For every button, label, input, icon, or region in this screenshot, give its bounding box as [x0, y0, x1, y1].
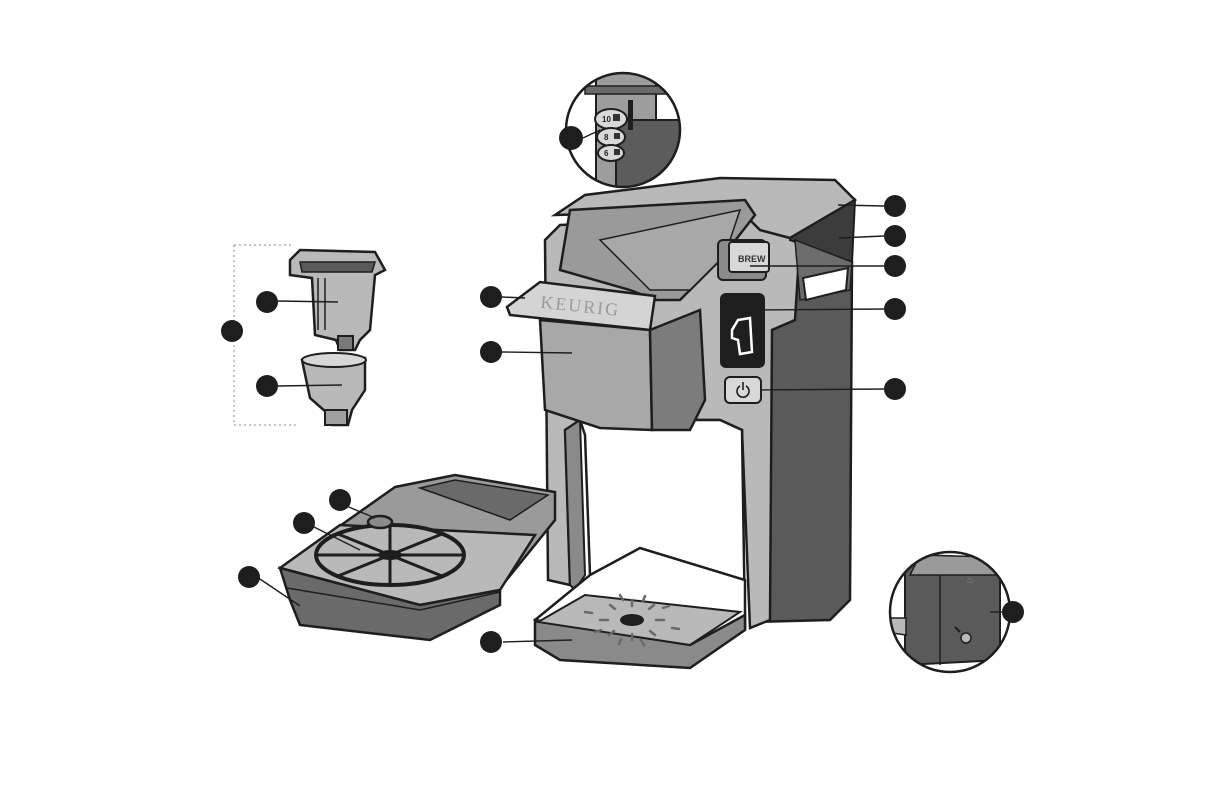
display-panel	[721, 294, 764, 367]
callout-marker	[884, 378, 906, 400]
callout-marker	[238, 566, 260, 588]
callout-marker	[1002, 601, 1024, 623]
reservoir-tray	[280, 475, 555, 640]
callout-marker	[480, 341, 502, 363]
cup-size-8: 8	[604, 133, 609, 142]
callout-marker	[884, 225, 906, 247]
callout-marker	[256, 291, 278, 313]
callout-marker	[256, 375, 278, 397]
coffee-maker: KEURIG BREW	[507, 178, 855, 668]
kcup-assembly	[234, 245, 385, 425]
brew-button-label: BREW	[738, 254, 766, 264]
callout-marker	[559, 126, 583, 150]
callout-marker	[884, 298, 906, 320]
callout-marker	[480, 286, 502, 308]
cup-size-buttons[interactable]: 10 8 6	[595, 109, 627, 161]
callout-marker	[884, 195, 906, 217]
callout-marker	[293, 512, 315, 534]
callout-marker	[221, 320, 243, 342]
callout-marker	[329, 489, 351, 511]
back-outlet-inset: ♨	[885, 550, 1015, 680]
back-mark-icon: ♨	[966, 575, 975, 586]
callout-marker	[480, 631, 502, 653]
cup-size-6: 6	[604, 149, 609, 158]
callout-marker	[884, 255, 906, 277]
cup-size-10: 10	[602, 115, 611, 124]
